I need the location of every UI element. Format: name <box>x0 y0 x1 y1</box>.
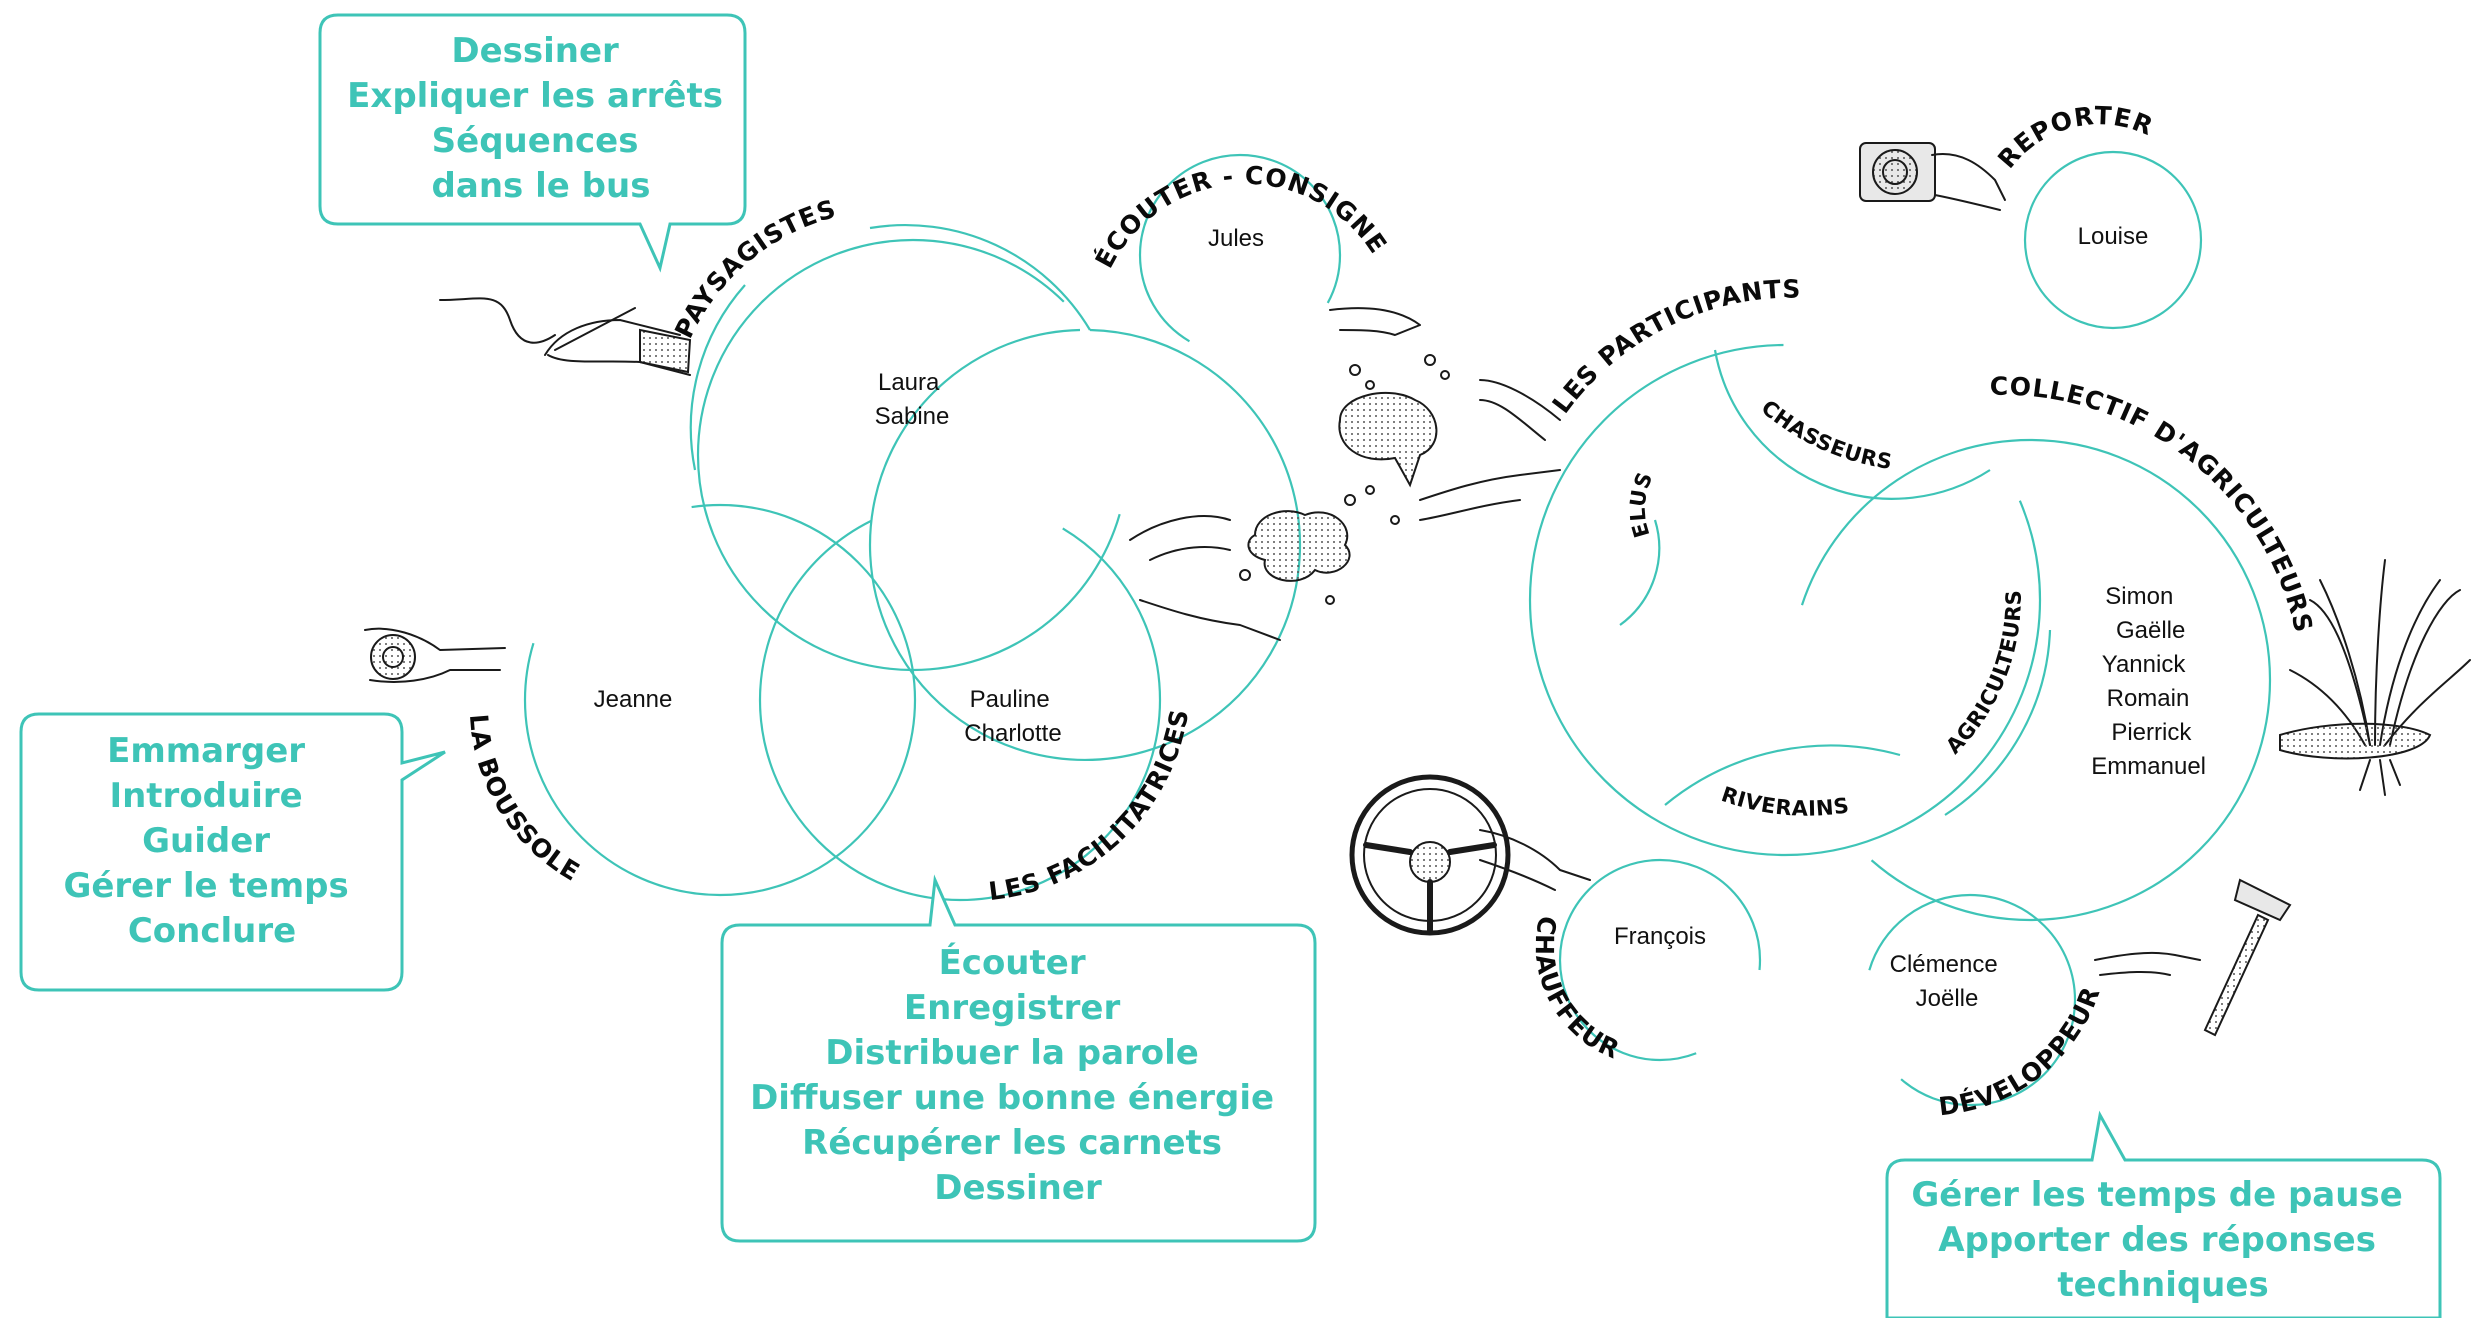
role-agriculteurs: AGRICULTEURS <box>1941 590 2026 759</box>
reporter-ring <box>2023 150 2203 330</box>
paysagistes-circle <box>689 223 1091 471</box>
role-riverains: RIVERAINS <box>1718 782 1850 821</box>
speech-bubbles-icon <box>1129 307 1561 641</box>
elus-arc <box>1619 519 1661 626</box>
riverains-arc <box>1664 744 1901 806</box>
names-collectif: Simon Gaëlle Yannick Romain Pierrick Emm… <box>2091 583 2206 780</box>
hammer-icon <box>2094 878 2292 1037</box>
pencil-hand-icon <box>439 297 692 376</box>
bubble-boussole: Emmarger Introduire Guider Gérer le temp… <box>19 712 446 992</box>
steering-wheel-icon <box>1349 774 1591 936</box>
role-elus: ELUS <box>1626 469 1658 541</box>
boussole-ring <box>523 503 917 897</box>
paysagistes-circle <box>868 328 1302 762</box>
agriculteurs-arc <box>1944 629 2052 816</box>
chasseurs-arc <box>1713 349 1991 500</box>
ecouter-ring <box>1138 153 1342 357</box>
chauffeur-ring <box>1558 858 1762 1062</box>
collectif-ring <box>1788 438 2272 922</box>
svg-text:Emmarger Introduire: Emmarger Introduire Guider Gérer le temp… <box>63 731 360 951</box>
bubble-paysagistes: Dessiner Expliquer les arrêts Séquences … <box>318 13 747 273</box>
svg-text:Gérer les temps de pause: Gérer les temps de pause Apporter des ré… <box>1911 1175 2414 1305</box>
camera-icon <box>1859 142 2006 211</box>
svg-text:Écouter Enregistrer: Écouter Enregistrer Distribuer la parole… <box>750 942 1286 1208</box>
svg-text:Dessiner Expliquer les a: Dessiner Expliquer les arrêts Séquences … <box>347 31 735 206</box>
names-facilitatrices: Pauline Charlotte <box>964 686 1061 747</box>
participants-ring <box>1528 343 2042 857</box>
bubble-developpeur: Gérer les temps de pause Apporter des ré… <box>1885 1110 2442 1318</box>
facilitatrices-ring <box>758 498 1162 902</box>
names-boussole: Jeanne <box>594 686 673 713</box>
role-chasseurs: CHASSEURS <box>1757 395 1894 474</box>
names-reporter: Louise <box>2078 223 2149 250</box>
role-reporter: REPORTER <box>1992 101 2157 174</box>
names-ecouter: Jules <box>1208 225 1264 252</box>
names-chauffeur: François <box>1614 923 1706 950</box>
names-paysagistes: Laura Sabine <box>875 369 950 430</box>
names-developpeur: Clémence Joëlle <box>1890 951 2005 1012</box>
compass-hand-icon <box>364 627 506 683</box>
role-boussole: LA BOUSSOLE <box>464 713 585 887</box>
plant-icon <box>2279 559 2471 796</box>
paysagistes-ring <box>696 238 1130 672</box>
developpeur-ring <box>1863 893 2077 1107</box>
bubble-facilitatrices: Écouter Enregistrer Distribuer la parole… <box>720 874 1317 1243</box>
role-chauffeur: CHAUFFEUR <box>1530 914 1625 1065</box>
